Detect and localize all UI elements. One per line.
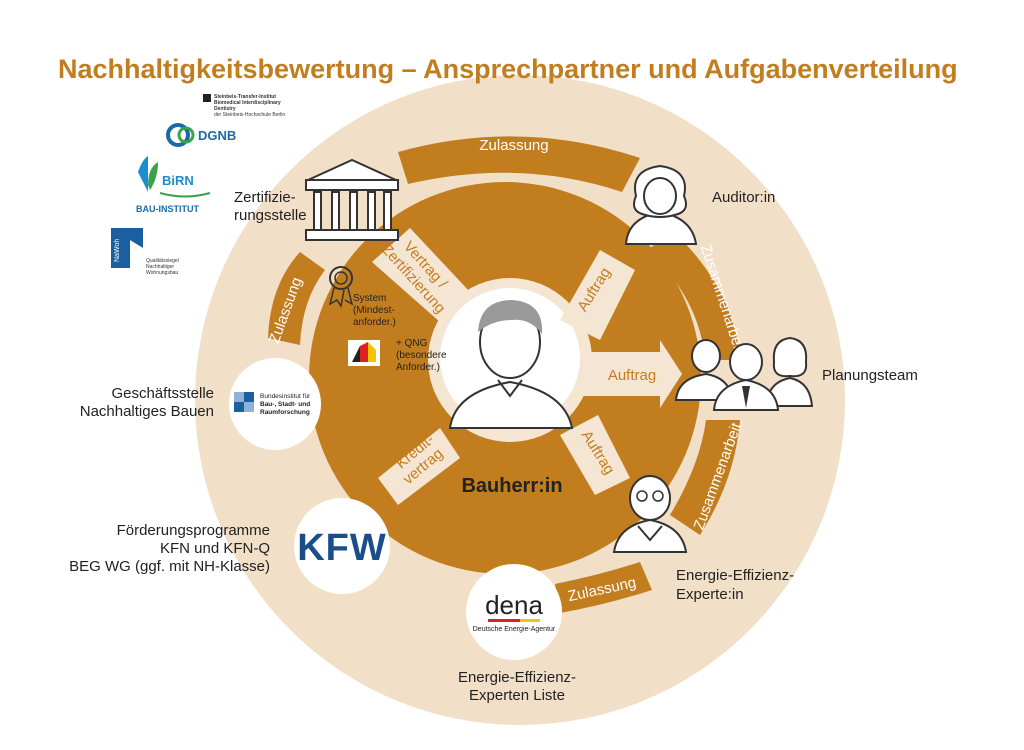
nawoh-line2: Nachhaltiger bbox=[146, 264, 174, 270]
certificate-badge-icon bbox=[328, 266, 354, 308]
eee-label-1: Energie-Effizienz- bbox=[676, 567, 794, 584]
page-title: Nachhaltigkeitsbewertung – Ansprechpartn… bbox=[58, 54, 958, 84]
dgnb-text: DGNB bbox=[198, 128, 236, 143]
qng-line1: + QNG bbox=[396, 338, 428, 349]
bauherr-avatar-icon bbox=[448, 300, 574, 429]
kfw-circle bbox=[294, 498, 390, 594]
arrow-auftrag-bottom bbox=[560, 415, 630, 495]
steinbeis-logo: Steinbeis-Transfer-Institut Biomedical I… bbox=[203, 94, 285, 118]
bbsr-line3: Raumforschung bbox=[260, 409, 310, 416]
dena-sub: Deutsche Energie-Agentur bbox=[473, 626, 556, 633]
eee-label-2: Experte:in bbox=[676, 586, 744, 603]
bau-institut-text: BAU-INSTITUT bbox=[136, 204, 199, 214]
band-zusammenarbeit-top bbox=[648, 230, 740, 360]
nawoh-line3: Wohnungsbau bbox=[146, 270, 178, 276]
system-line3: anforder.) bbox=[353, 317, 396, 328]
birn-logo: BiRN BAU-INSTITUT bbox=[136, 156, 211, 214]
system-line2: (Mindest- bbox=[353, 305, 395, 316]
arrow-auftrag-mid-text: Auftrag bbox=[608, 367, 656, 384]
band-zusammenarbeit-bottom bbox=[670, 420, 740, 535]
nawoh-line1: Qualitätssiegel bbox=[146, 258, 179, 264]
arrow-vertrag bbox=[372, 228, 470, 322]
steinbeis-line3: Dentistry bbox=[214, 106, 236, 112]
qng-logo bbox=[348, 340, 380, 366]
eeel-label-1: Energie-Effizienz- bbox=[458, 669, 576, 686]
arrow-auftrag-mid bbox=[582, 340, 682, 408]
zert-label-1: Zertifizie- bbox=[234, 189, 296, 206]
planungsteam-icon bbox=[674, 336, 814, 411]
planungsteam-label: Planungsteam bbox=[822, 367, 918, 384]
bbsr-circle bbox=[229, 358, 321, 450]
arrow-auftrag-top bbox=[560, 250, 635, 340]
geschaeft-label-1: Geschäftsstelle bbox=[111, 385, 214, 402]
dena-bar-icon bbox=[488, 619, 540, 622]
geschaeft-label-2: Nachhaltiges Bauen bbox=[80, 403, 214, 420]
dena-circle bbox=[466, 564, 562, 660]
auditor-label: Auditor:in bbox=[712, 189, 775, 206]
steinbeis-line2: Biomedical Interdisciplinary bbox=[214, 100, 281, 106]
energy-expert-avatar-icon bbox=[612, 475, 688, 553]
kfw-logo: KFW bbox=[297, 527, 387, 569]
band-zulassung-top bbox=[398, 136, 640, 192]
bbsr-line1: Bundesinstitut für bbox=[260, 393, 311, 400]
foerder-label-1: Förderungsprogramme bbox=[117, 522, 270, 539]
foerder-label-2: KFN und KFN-Q bbox=[160, 540, 270, 557]
center-label: Bauherr:in bbox=[461, 475, 562, 497]
steinbeis-line4: der Steinbeis-Hochschule Berlin bbox=[214, 112, 285, 118]
bbsr-line2: Bau-, Stadt- und bbox=[260, 401, 310, 408]
system-line1: System bbox=[353, 293, 386, 304]
building-icon bbox=[305, 158, 399, 241]
band-zulassung-bottom bbox=[555, 562, 652, 613]
dena-bar-accent-icon bbox=[520, 619, 540, 622]
nawoh-logo: NaWoh Qualitätssiegel Nachhaltiger Wohnu… bbox=[111, 228, 179, 276]
bbsr-logo bbox=[234, 392, 254, 412]
qng-line3: Anforder.) bbox=[396, 362, 440, 373]
band-zulassung-left bbox=[268, 252, 325, 345]
arrow-kredit bbox=[378, 428, 460, 505]
nawoh-text: NaWoh bbox=[114, 239, 121, 262]
band-zulassung-top-text: Zulassung bbox=[479, 137, 548, 154]
dena-logo: dena bbox=[485, 590, 543, 620]
steinbeis-line1: Steinbeis-Transfer-Institut bbox=[214, 94, 276, 100]
foerder-label-3: BEG WG (ggf. mit NH-Klasse) bbox=[69, 558, 270, 575]
birn-text: BiRN bbox=[162, 173, 194, 188]
qng-line2: (besondere bbox=[396, 350, 447, 361]
eeel-label-2: Experten Liste bbox=[469, 687, 565, 704]
auditor-avatar-icon bbox=[624, 164, 698, 245]
zert-label-2: rungsstelle bbox=[234, 207, 307, 224]
dgnb-logo: DGNB bbox=[166, 123, 236, 147]
